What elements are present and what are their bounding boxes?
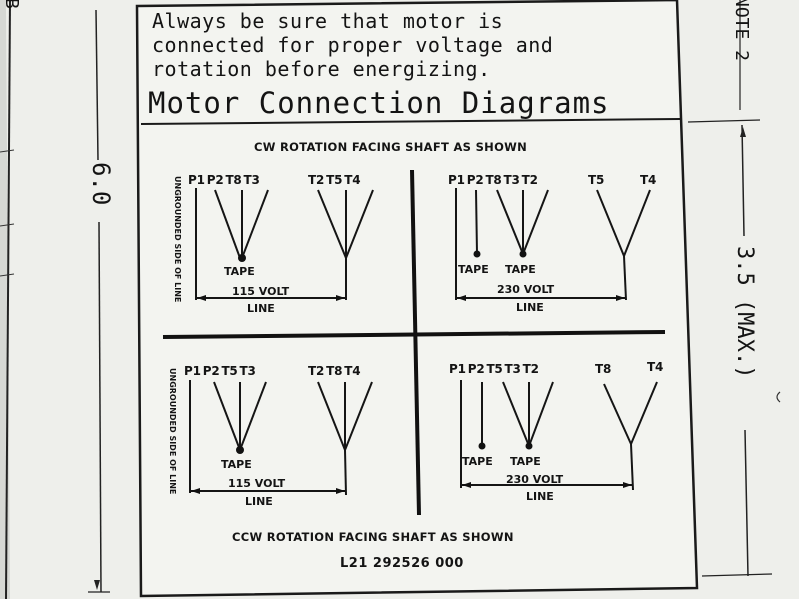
tl-voltage-label: 115 VOLT	[232, 285, 290, 298]
left-strip-fragment: B	[1, 0, 22, 9]
tr-line-label: LINE	[516, 301, 544, 314]
br-tape-label-b: TAPE	[510, 455, 541, 468]
note-reference: NOTE 2	[731, 0, 752, 62]
br-terminals-left: P1 P2 T5 T3 T2	[449, 362, 539, 376]
tr-terminal-t5: T5	[588, 173, 605, 187]
br-tape-label-a: TAPE	[462, 455, 493, 468]
cw-rotation-caption: CW ROTATION FACING SHAFT AS SHOWN	[254, 140, 528, 154]
diagram-frame	[135, 0, 699, 598]
br-line-label: LINE	[526, 490, 554, 503]
bl-terminals-left: P1 P2 T5 T3	[184, 364, 256, 378]
warning-line-1: Always be sure that motor is	[152, 9, 504, 33]
tr-voltage-label: 230 VOLT	[497, 283, 555, 296]
height-dimension-label: 6.0	[87, 162, 115, 206]
tr-tape-label-a: TAPE	[458, 263, 489, 276]
horizontal-divider	[162, 330, 666, 339]
depth-dimension-label: 3.5 (MAX.)	[732, 246, 757, 379]
ccw-rotation-caption: CCW ROTATION FACING SHAFT AS SHOWN	[232, 530, 514, 544]
tr-terminal-t4: T4	[640, 173, 657, 187]
tr-terminals-left: P1 P2 T8 T3 T2	[448, 173, 538, 187]
warning-line-2: connected for proper voltage and	[152, 33, 554, 57]
tr-tape-label-b: TAPE	[505, 263, 536, 276]
warning-line-3: rotation before energizing.	[152, 57, 491, 81]
diagram-title: Motor Connection Diagrams	[148, 86, 610, 120]
vertical-divider	[410, 169, 421, 516]
br-voltage-label: 230 VOLT	[506, 473, 564, 486]
bl-line-label: LINE	[245, 495, 273, 508]
bl-tape-label: TAPE	[221, 458, 252, 471]
br-terminal-t4: T4	[647, 360, 664, 374]
part-number: L21 292526 000	[340, 556, 464, 571]
side-label-top: UNGROUNDED SIDE OF LINE	[173, 176, 182, 303]
tl-line-label: LINE	[247, 302, 275, 315]
br-terminal-t8: T8	[595, 362, 612, 376]
bl-terminals-right: T2 T8 T4	[308, 364, 361, 378]
warning-note: Always be sure that motor is connected f…	[152, 9, 553, 81]
tl-terminals-left: P1 P2 T8 T3	[188, 173, 260, 187]
bl-voltage-label: 115 VOLT	[228, 477, 286, 490]
tl-terminals-right: T2 T5 T4	[308, 173, 361, 187]
tl-tape-label: TAPE	[224, 265, 255, 278]
side-label-bottom: UNGROUNDED SIDE OF LINE	[168, 368, 177, 495]
